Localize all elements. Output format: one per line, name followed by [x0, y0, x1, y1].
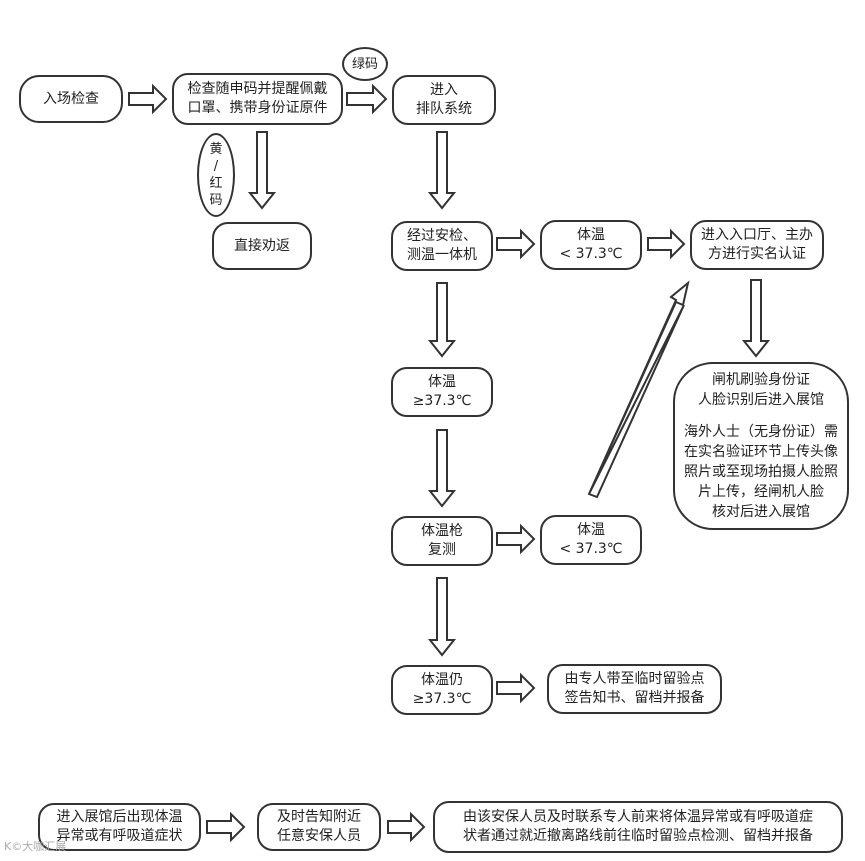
text-line: 由该安保人员及时联系专人前来将体温异常或有呼吸道症	[463, 809, 813, 825]
text-line: 体温	[577, 522, 605, 538]
gate-entry-overseas-text: 海外人士（无身份证）需在实名验证环节上传头像照片或至现场拍摄人脸照片上传，经闸机…	[684, 422, 838, 522]
gate-entry-main-text: 闸机刷验身份证人脸识别后进入展馆	[698, 370, 824, 410]
text-line: 签告知书、留档并报备	[564, 690, 705, 706]
node-temp-high-1: 体温 ≥37.3℃	[391, 367, 493, 417]
text-line: 照片或至现场拍摄人脸照	[684, 464, 838, 480]
arrow-temp-high-to-gun	[427, 429, 457, 508]
text-line: ≥37.3℃	[412, 393, 472, 409]
arrow-check-to-queue	[346, 83, 388, 115]
text-line: 体温	[428, 374, 456, 390]
watermark: K©大咖汇展	[4, 840, 67, 853]
text-line: 红	[209, 176, 223, 191]
node-check-code: 检查随申码并提醒佩戴口罩、携带身份证原件	[172, 73, 343, 125]
text-line: 体温仍	[421, 672, 463, 688]
text-line: 方进行实名认证	[708, 246, 806, 262]
text-line: 人脸识别后进入展馆	[698, 392, 824, 408]
node-entry-check: 入场检查	[19, 75, 123, 123]
node-symptom: 进入展馆后出现体温异常或有呼吸道症状	[38, 803, 201, 851]
node-temp-low-1: 体温 < 37.3℃	[540, 220, 642, 270]
text-line: 由专人带至临时留验点	[564, 671, 705, 687]
node-go-back: 直接劝返	[212, 222, 312, 270]
label-green-code: 绿码	[342, 47, 388, 81]
text-line: 进入展馆后出现体温	[56, 809, 183, 825]
text-line: 经过安检、	[407, 228, 477, 244]
arrow-check-to-goback	[247, 131, 277, 210]
node-security-temp: 经过安检、测温一体机	[391, 221, 493, 271]
arrow-high-to-hold	[496, 672, 536, 704]
arrow-hall-to-gate	[741, 279, 771, 358]
text-line: 体温	[577, 227, 605, 243]
arrow-gun-to-temp-low	[496, 523, 536, 555]
text-line: 进入	[430, 82, 458, 98]
text-line: 绿码	[351, 56, 378, 72]
text-line: 状者通过就近撤离路线前往临时留验点检测、留档并报备	[463, 828, 813, 844]
node-notify: 及时告知附近任意安保人员	[257, 803, 381, 851]
text-line: 核对后进入展馆	[712, 504, 810, 520]
text-line: ≥37.3℃	[412, 691, 472, 707]
text-line: 异常或有呼吸道症状	[56, 828, 183, 844]
label-yellow-red-code: 黄 / 红码	[197, 133, 235, 217]
arrow-security-to-temp-low	[496, 228, 536, 260]
text-line: 黄	[209, 142, 223, 157]
arrow-symptom-to-notify	[206, 811, 246, 843]
node-queue: 进入排队系统	[392, 75, 496, 125]
text-line: < 37.3℃	[559, 541, 623, 557]
text-line: 码	[209, 193, 223, 208]
text-line: 任意安保人员	[277, 828, 361, 844]
text-line: 入场检查	[43, 90, 99, 107]
node-temp-high-2: 体温仍 ≥37.3℃	[391, 665, 493, 715]
node-gun-recheck: 体温枪复测	[391, 516, 493, 566]
node-hall-verify: 进入入口厅、主办方进行实名认证	[690, 220, 824, 270]
text-line: 复测	[428, 542, 456, 558]
text-line: 海外人士（无身份证）需	[684, 424, 838, 440]
arrow-gun-to-temp-high-2	[427, 577, 457, 657]
arrow-temp-low-to-hall	[647, 228, 686, 260]
node-gate-entry: 闸机刷验身份证人脸识别后进入展馆 海外人士（无身份证）需在实名验证环节上传头像照…	[673, 362, 849, 530]
arrow-notify-to-transfer	[387, 811, 426, 843]
node-temp-low-2: 体温 < 37.3℃	[540, 515, 642, 565]
text-line: 体温枪	[421, 523, 463, 539]
node-transfer: 由该安保人员及时联系专人前来将体温异常或有呼吸道症状者通过就近撤离路线前往临时留…	[433, 801, 843, 853]
text-line: /	[213, 159, 219, 174]
text-line: 口罩、携带身份证原件	[187, 100, 328, 116]
arrow-entry-to-check	[128, 83, 168, 115]
text-line: 闸机刷验身份证	[712, 372, 810, 388]
text-line: 及时告知附近	[277, 809, 361, 825]
text-line: 进入入口厅、主办	[701, 227, 813, 243]
text-line: 在实名验证环节上传头像	[684, 444, 838, 460]
text-line: 直接劝返	[234, 237, 290, 254]
text-line: 片上传，经闸机人脸	[698, 484, 824, 500]
arrow-queue-to-security	[427, 131, 457, 210]
node-temp-hold: 由专人带至临时留验点签告知书、留档并报备	[547, 664, 722, 714]
arrow-security-to-temp-high	[427, 282, 457, 358]
text-line: < 37.3℃	[559, 246, 623, 262]
text-line: 检查随申码并提醒佩戴	[187, 81, 328, 97]
text-line: 排队系统	[416, 101, 472, 117]
text-line: 测温一体机	[407, 247, 477, 263]
